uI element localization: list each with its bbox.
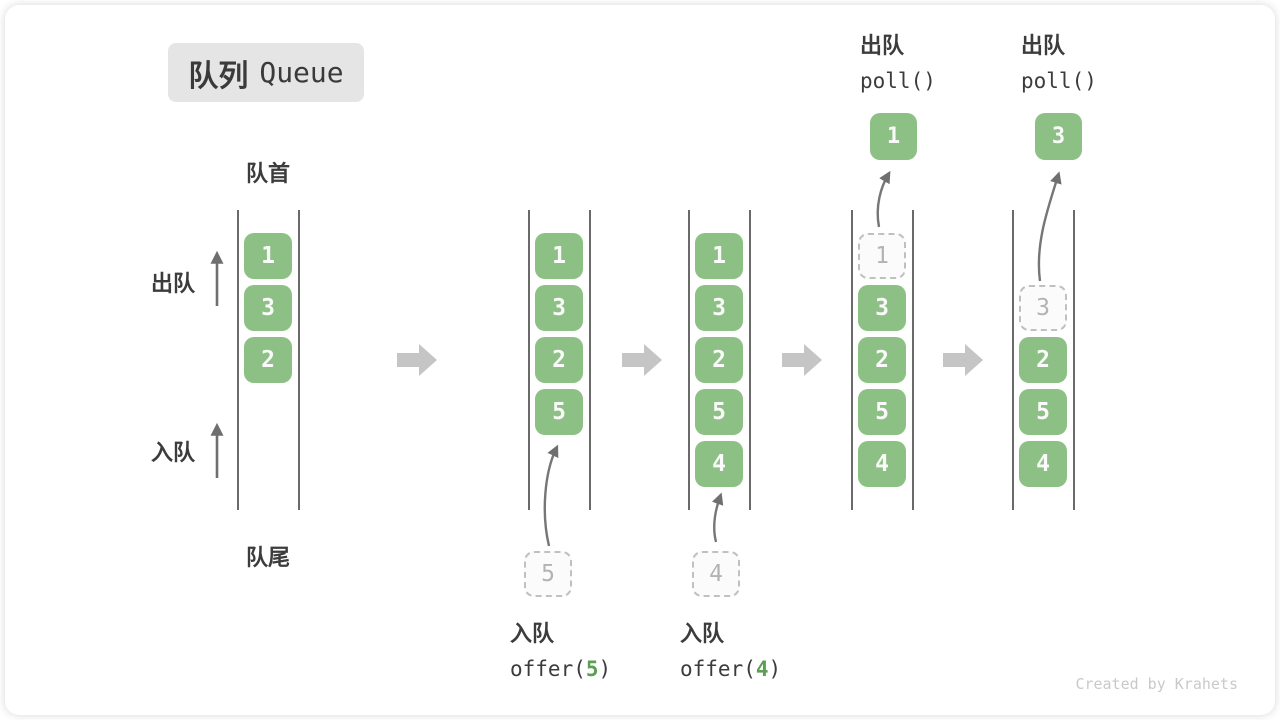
dequeue-action-label: 出队: [860, 33, 905, 58]
enqueue-action-label: 入队: [510, 621, 555, 646]
queue-front-label: 队首: [245, 161, 290, 186]
queue-rear-label: 队尾: [245, 545, 290, 570]
title-en: Queue: [259, 56, 344, 89]
enqueue-action-offer-5: 入队 offer(5): [510, 616, 611, 681]
channel-right-wall: [589, 210, 591, 510]
queue-cell: 2: [858, 337, 906, 383]
dequeue-action-code: poll(): [860, 69, 936, 93]
dequeue-action-poll-1: 出队 poll(): [860, 28, 936, 93]
pending-enqueue-cell: 5: [524, 551, 572, 597]
enqueue-action-offer-4: 入队 offer(4): [680, 616, 781, 681]
watermark: Created by Krahets: [1075, 675, 1238, 693]
channel-left-wall: [528, 210, 530, 510]
queue-cell: 4: [1019, 441, 1067, 487]
queue-cell: 3: [535, 285, 583, 331]
pending-enqueue-cell: 4: [692, 551, 740, 597]
dequeue-action-code: poll(): [1021, 69, 1097, 93]
queue-cell: 2: [1019, 337, 1067, 383]
queue-cell: 2: [244, 337, 292, 383]
title-badge: 队列 Queue: [168, 43, 364, 102]
enqueue-side-label: 入队: [151, 440, 196, 465]
queue-cell: 2: [535, 337, 583, 383]
code-arg: 5: [585, 657, 599, 681]
dequeued-cell: 3: [1035, 113, 1082, 160]
queue-cell: 5: [695, 389, 743, 435]
title-zh: 队列: [188, 59, 249, 93]
dequeued-cell: 1: [870, 113, 917, 160]
dequeue-action-label: 出队: [1021, 33, 1066, 58]
code-arg: 4: [755, 657, 769, 681]
code-prefix: offer(: [510, 657, 586, 681]
channel-left-wall: [237, 210, 239, 510]
queue-cell: 5: [858, 389, 906, 435]
queue-cell: 4: [858, 441, 906, 487]
enqueue-action-code: offer(5): [510, 657, 611, 681]
queue-cell-dashed: 1: [858, 233, 906, 279]
dequeue-action-poll-3: 出队 poll(): [1021, 28, 1097, 93]
channel-right-wall: [912, 210, 914, 510]
queue-cell: 1: [535, 233, 583, 279]
channel-left-wall: [851, 210, 853, 510]
enqueue-action-label: 入队: [680, 621, 725, 646]
channel-left-wall: [688, 210, 690, 510]
channel-right-wall: [749, 210, 751, 510]
queue-cell: 3: [695, 285, 743, 331]
queue-cell: 1: [695, 233, 743, 279]
queue-cell: 1: [244, 233, 292, 279]
queue-cell: 5: [1019, 389, 1067, 435]
queue-cell: 4: [695, 441, 743, 487]
code-suffix: ): [598, 657, 612, 681]
code-suffix: ): [768, 657, 782, 681]
channel-left-wall: [1012, 210, 1014, 510]
enqueue-action-code: offer(4): [680, 657, 781, 681]
channel-right-wall: [1073, 210, 1075, 510]
channel-right-wall: [298, 210, 300, 510]
dequeue-side-label: 出队: [151, 271, 196, 296]
code-prefix: offer(: [680, 657, 756, 681]
queue-cell: 3: [858, 285, 906, 331]
queue-cell: 3: [244, 285, 292, 331]
queue-cell: 5: [535, 389, 583, 435]
queue-cell-dashed: 3: [1019, 285, 1067, 331]
queue-cell: 2: [695, 337, 743, 383]
